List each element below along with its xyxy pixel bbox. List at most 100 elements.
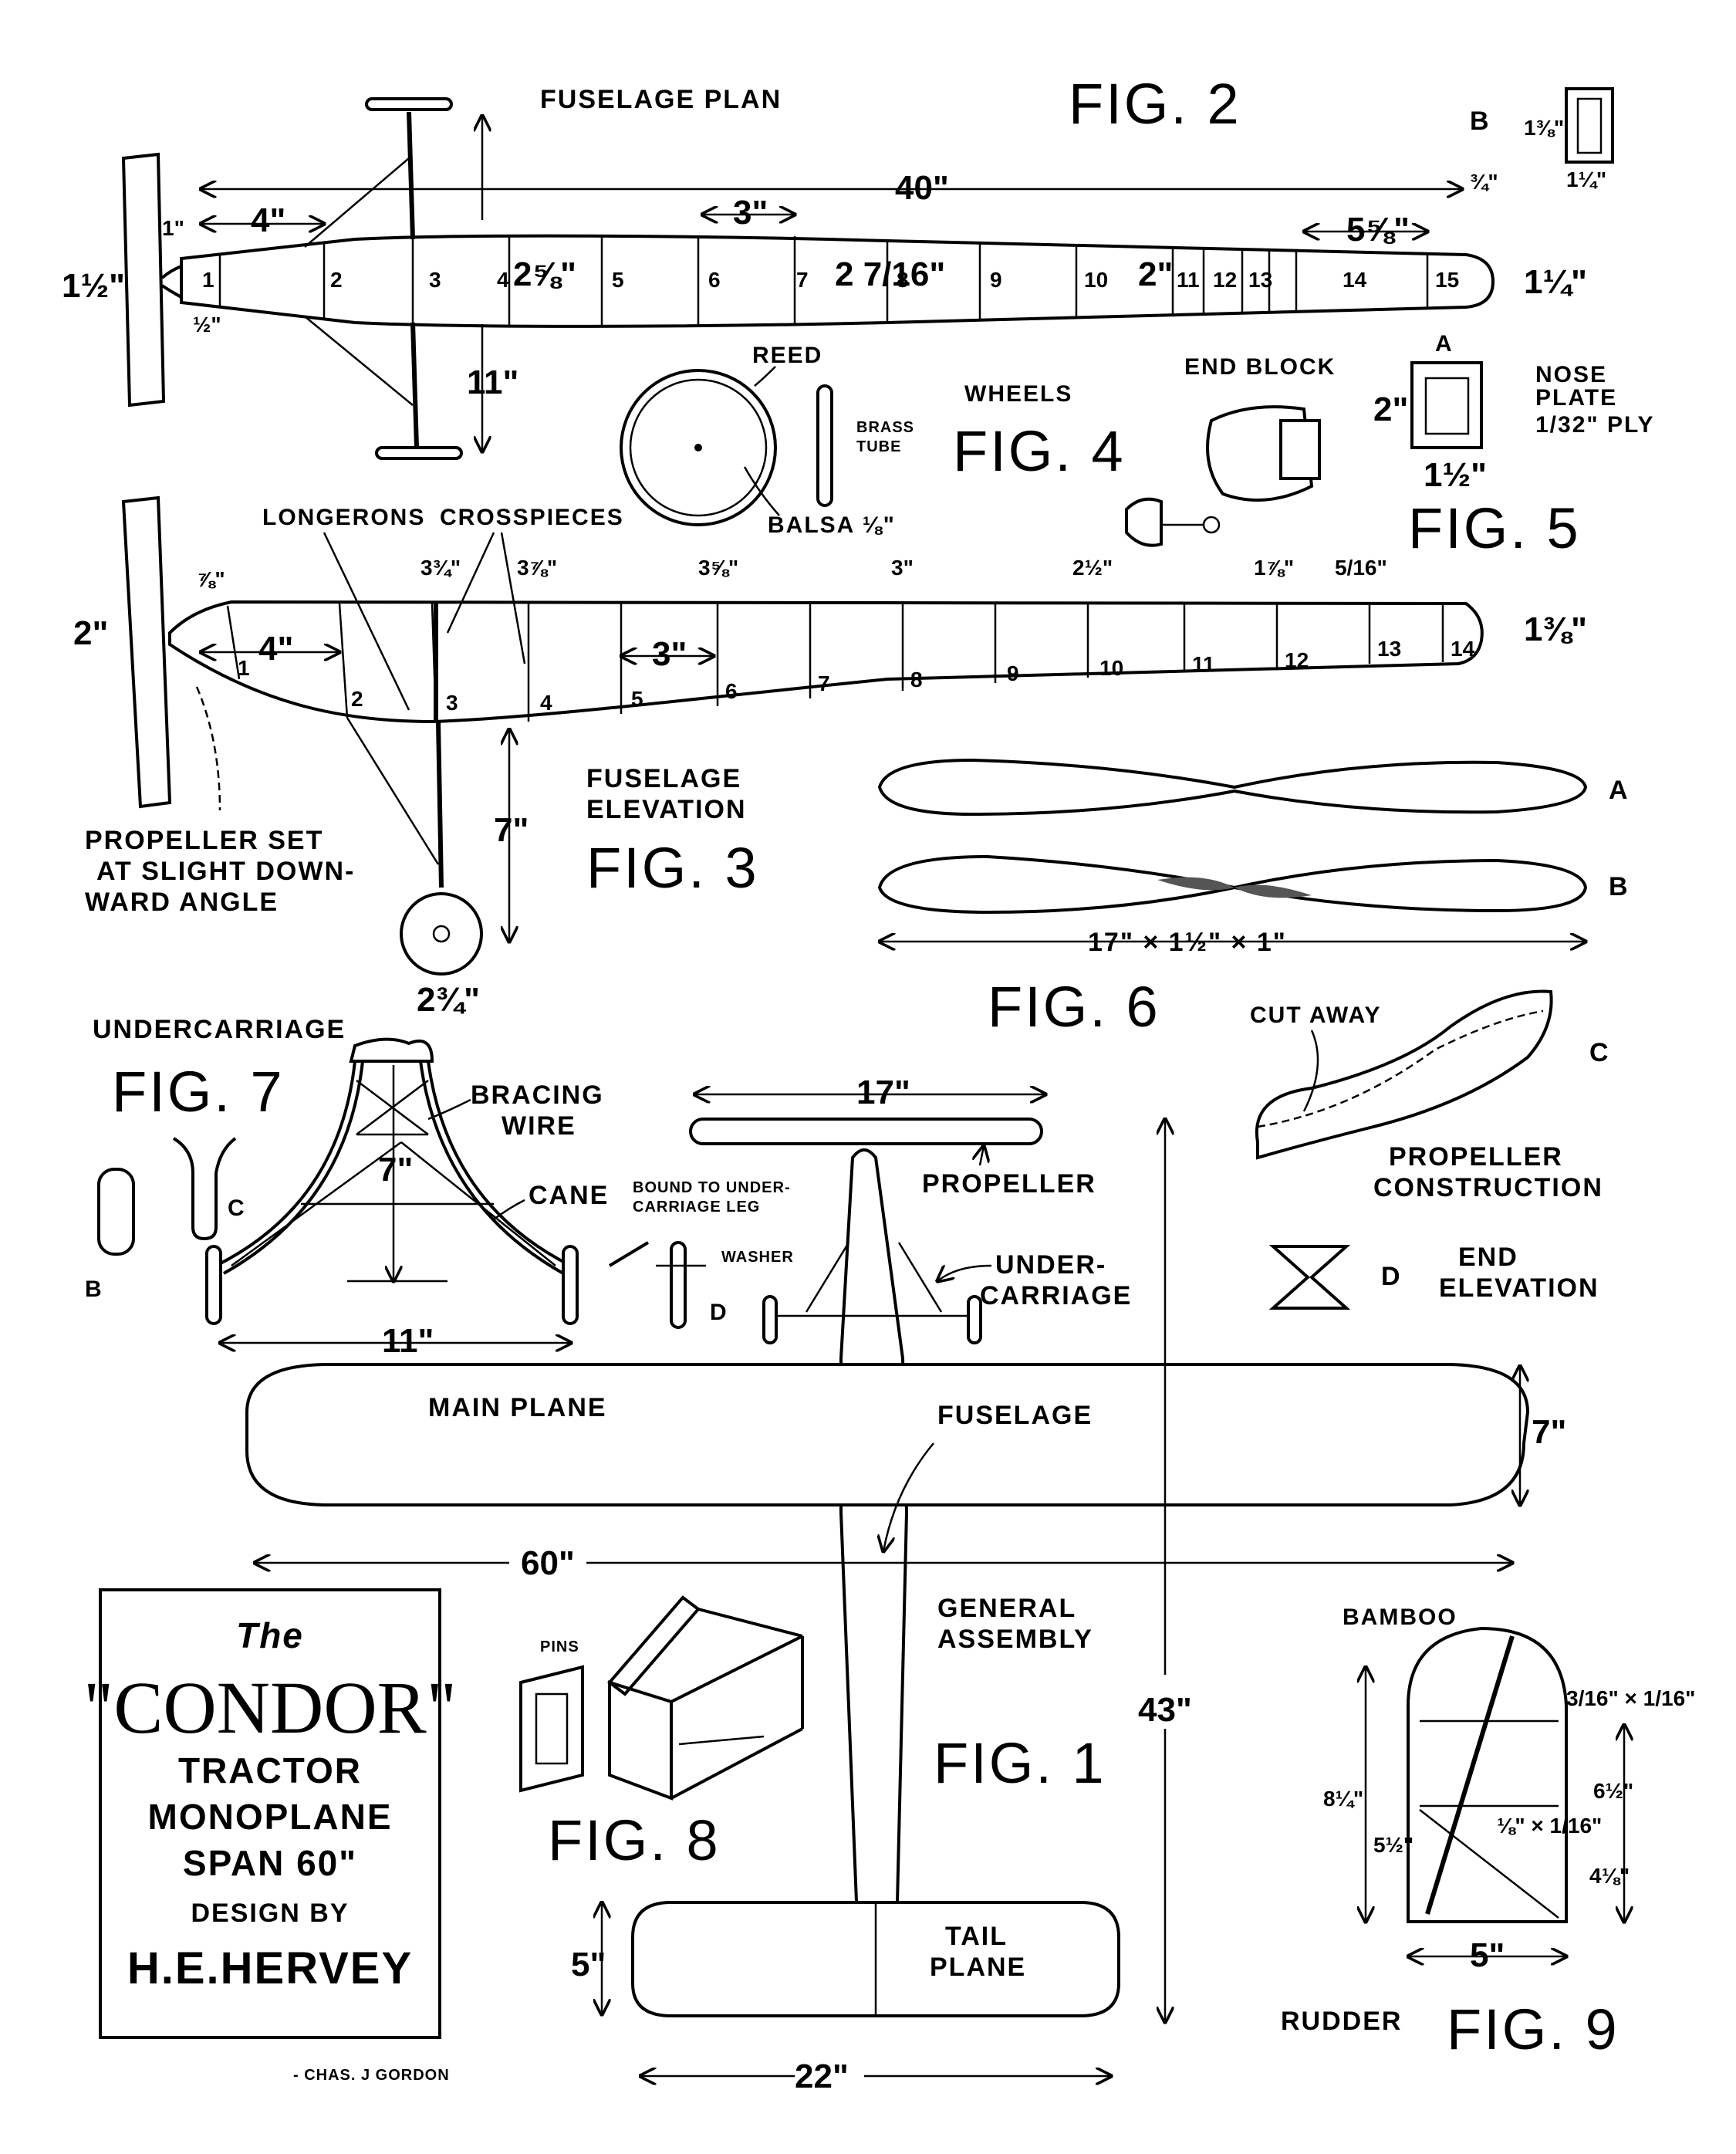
svg-text:13: 13 [1377,637,1401,661]
svg-text:AT SLIGHT DOWN-: AT SLIGHT DOWN- [96,857,355,886]
svg-text:13: 13 [1248,268,1272,292]
fig6-blank-b [877,854,1588,915]
svg-text:CROSSPIECES: CROSSPIECES [440,505,624,530]
fig2-bulkheads [218,235,1429,326]
svg-text:1½": 1½" [62,267,125,305]
svg-text:1": 1" [162,216,184,240]
svg-text:FUSELAGE: FUSELAGE [586,764,741,793]
fig2-axle-bottom [410,322,419,448]
svg-text:22": 22" [795,2058,849,2095]
svg-text:6: 6 [708,268,721,292]
svg-text:8: 8 [897,268,909,292]
fig3-fuselage-elevation: 1 2 3 4 5 6 7 8 9 10 11 12 13 14 LONGERO… [73,495,1587,1019]
svg-text:D: D [710,1300,728,1325]
svg-text:CUT AWAY: CUT AWAY [1250,1003,1381,1028]
fig4-wheels: REED BRASS TUBE BALSA ⅛" WHEELS FIG. 4 [620,343,1126,538]
svg-text:1/32" PLY: 1/32" PLY [1535,412,1655,438]
svg-text:6: 6 [725,679,738,703]
svg-text:END: END [1458,1243,1518,1272]
prop-construction-drawing [1255,989,1553,1160]
svg-text:ELEVATION: ELEVATION [586,795,747,824]
svg-text:4: 4 [497,268,509,292]
svg-text:TRACTOR: TRACTOR [178,1750,362,1790]
svg-text:WHEELS: WHEELS [964,381,1072,407]
svg-text:7": 7" [494,811,529,849]
svg-text:7: 7 [796,268,809,292]
fig9-rudder-outline [1407,1626,1568,1923]
svg-text:3¾": 3¾" [420,556,461,580]
svg-text:PROPELLER: PROPELLER [1389,1142,1563,1172]
svg-text:LONGERONS: LONGERONS [262,505,425,530]
svg-text:17": 17" [856,1074,910,1111]
fig4-title: FIG. 4 [953,419,1126,483]
svg-text:5⅝": 5⅝" [1346,211,1410,249]
svg-text:CONSTRUCTION: CONSTRUCTION [1373,1173,1603,1202]
svg-text:PROPELLER SET: PROPELLER SET [85,826,323,855]
fig1-title: FIG. 1 [934,1731,1106,1795]
fig5-title: FIG. 5 [1408,496,1581,560]
svg-text:60": 60" [521,1544,575,1582]
fig2-propeller [121,152,166,407]
svg-text:¾": ¾" [1470,170,1498,194]
svg-text:TUBE: TUBE [856,438,901,455]
svg-text:1⅜": 1⅜" [1524,610,1587,648]
fig2-fuselage-outline [180,234,1495,328]
svg-text:1¼": 1¼" [1524,263,1587,301]
fig2-station-numbers: 1 2 3 4 5 6 7 8 9 10 11 12 13 14 15 [202,268,1459,292]
svg-text:MAIN PLANE: MAIN PLANE [428,1393,607,1422]
fig5-nose-plate [1410,361,1483,449]
svg-text:4": 4" [258,630,293,668]
fig6-blank-a [877,758,1588,817]
svg-text:FUSELAGE: FUSELAGE [937,1401,1093,1430]
svg-text:B: B [85,1277,103,1302]
fig2-axle-top [407,111,415,240]
svg-text:9: 9 [1007,661,1019,685]
svg-text:C: C [228,1195,246,1221]
svg-text:ASSEMBLY: ASSEMBLY [937,1625,1093,1654]
fig7-title: FIG. 7 [112,1060,285,1124]
svg-text:1: 1 [238,656,250,680]
svg-text:1: 1 [202,268,214,292]
svg-text:PINS: PINS [540,1638,579,1655]
fig4-reed-section [816,384,833,507]
svg-text:11": 11" [467,364,518,401]
fig4-wheel-outer [620,369,777,526]
fig1-main-plane [245,1363,1530,1506]
title-the: The [236,1615,304,1655]
prop-construction: CUT AWAY C PROPELLER CONSTRUCTION D END … [1250,989,1609,1310]
fig2-length-dim: 40" [895,169,949,207]
svg-text:B: B [1609,872,1630,901]
svg-text:BRASS: BRASS [856,419,914,436]
svg-text:3": 3" [652,635,687,673]
svg-text:1½": 1½" [1424,456,1487,494]
svg-text:43": 43" [1138,1691,1192,1729]
svg-text:5": 5" [1470,1936,1505,1974]
svg-text:BALSA ⅛": BALSA ⅛" [768,512,896,538]
fig6-size: 17" × 1½" × 1" [1088,928,1287,957]
svg-text:PROPELLER: PROPELLER [922,1169,1096,1199]
svg-text:A: A [1435,331,1454,357]
svg-text:TAIL: TAIL [945,1922,1008,1951]
fig9-rudder: BAMBOO 8¼" 5½" 3/16" × 1/16" 6½" 4⅛" ⅛" … [1281,1605,1695,2061]
svg-text:2: 2 [330,268,343,292]
svg-text:⅛" × 1/16": ⅛" × 1/16" [1497,1814,1602,1838]
svg-text:5/16": 5/16" [1335,556,1387,580]
fig7-leg-left [215,1060,356,1267]
svg-text:UNDERCARRIAGE: UNDERCARRIAGE [93,1015,346,1044]
svg-text:6½": 6½" [1593,1779,1633,1803]
svg-text:15: 15 [1435,268,1459,292]
svg-text:2": 2" [73,614,108,652]
svg-text:⅞": ⅞" [197,567,225,591]
svg-text:ELEVATION: ELEVATION [1439,1273,1599,1303]
svg-text:END BLOCK: END BLOCK [1184,354,1336,380]
svg-text:REED: REED [752,343,822,368]
svg-text:4: 4 [540,691,552,715]
fig3-wheel [400,892,483,976]
svg-text:3": 3" [733,194,768,232]
svg-text:2": 2" [1138,255,1173,293]
svg-text:WASHER: WASHER [721,1249,794,1266]
fig8-title: FIG. 8 [548,1808,721,1872]
svg-text:3: 3 [429,268,441,292]
svg-text:BOUND TO UNDER-: BOUND TO UNDER- [633,1179,791,1196]
